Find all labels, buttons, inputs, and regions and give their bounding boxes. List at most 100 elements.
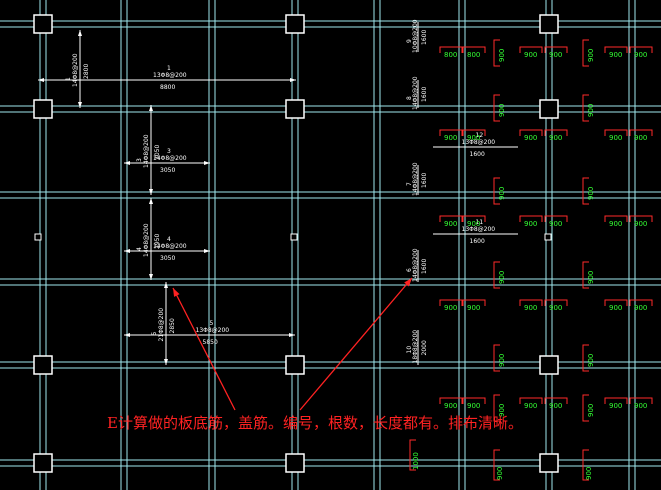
cover-bar-marker xyxy=(604,46,628,53)
cover-bar-marker xyxy=(439,215,463,222)
cover-bar-label: 900 xyxy=(609,51,622,59)
column-small xyxy=(544,233,552,241)
cover-bar-9-len: 1600 xyxy=(421,30,428,45)
bottom-bar-1-spec: 13Φ8@200 xyxy=(153,72,187,79)
cover-bar-label: 900 xyxy=(524,134,537,142)
cover-bar-9-id: 9 xyxy=(406,39,413,43)
cover-bar-label: 900 xyxy=(587,271,595,284)
vbar-4-arrow xyxy=(149,198,153,204)
cover-bar-label: 900 xyxy=(498,187,506,200)
column xyxy=(33,355,53,375)
cover-bar-label: 900 xyxy=(634,134,647,142)
cover-bar-marker xyxy=(439,129,463,136)
bottom-bar-3-id: 3 xyxy=(167,148,171,155)
vbar-5-arrow xyxy=(164,359,168,365)
cover-bar-marker xyxy=(544,397,568,404)
cover-bar-10-id: 10 xyxy=(406,346,413,354)
cover-bar-7-len: 1600 xyxy=(421,173,428,188)
cover-bar-label: 900 xyxy=(609,402,622,410)
cover-bar-marker xyxy=(544,215,568,222)
cover-bar-label: 900 xyxy=(444,402,457,410)
bottom-bar-3-spec: 14Φ8@200 xyxy=(153,155,187,162)
cover-bar-label: 900 xyxy=(498,49,506,62)
cover-bar-marker xyxy=(629,215,653,222)
cover-bar-marker xyxy=(493,344,500,372)
cover-bar-label: 900 xyxy=(609,304,622,312)
cover-bar-10-len: 2000 xyxy=(421,340,428,355)
cover-bar-marker xyxy=(582,39,589,67)
cover-bar-label: 900 xyxy=(444,134,457,142)
vbar-3-len: 3050 xyxy=(154,145,161,160)
cover-bar-7-id: 7 xyxy=(406,182,413,186)
vbar-4-spec: 14Φ8@200 xyxy=(143,223,150,257)
cover-bar-label: 900 xyxy=(549,402,562,410)
cover-bar-marker xyxy=(582,344,589,372)
cover-bar-marker xyxy=(493,39,500,67)
cover-bar-label: 900 xyxy=(524,220,537,228)
column xyxy=(539,99,559,119)
column xyxy=(33,14,53,34)
bottom-bar-3-arrow xyxy=(204,161,210,165)
column xyxy=(33,99,53,119)
cover-bar-marker xyxy=(519,129,543,136)
cover-bar-label: 900 xyxy=(634,220,647,228)
cover-bar-11-id: 11 xyxy=(476,219,484,226)
vbar-3-arrow xyxy=(149,189,153,195)
cover-bar-8-len: 1600 xyxy=(421,87,428,102)
column xyxy=(539,14,559,34)
cover-bar-label: 900 xyxy=(467,220,480,228)
bottom-bar-1-id: 1 xyxy=(167,65,171,72)
cover-bar-9-spec: 10Φ8@200 xyxy=(412,19,419,53)
cover-bar-marker xyxy=(582,261,589,289)
vbar-5-id: 5 xyxy=(151,332,158,336)
cover-bar-label: 900 xyxy=(587,187,595,200)
vbar-1-len: 2800 xyxy=(83,64,90,79)
vbar-1-spec: 14Φ8@200 xyxy=(72,53,79,87)
cover-bar-marker xyxy=(409,439,416,471)
vbar-3-id: 3 xyxy=(136,158,143,162)
cover-bar-label: 900 xyxy=(549,304,562,312)
cover-bar-label: 900 xyxy=(498,104,506,117)
vbar-3-arrow xyxy=(149,105,153,111)
cover-bar-marker xyxy=(493,394,500,422)
cover-bar-11-spec: 13Φ8@200 xyxy=(462,226,496,233)
cover-bar-11-len: 1600 xyxy=(470,238,485,245)
cover-bar-marker xyxy=(544,129,568,136)
bottom-bar-1-arrow xyxy=(290,78,296,82)
annotation-arrow-right-head xyxy=(404,278,412,287)
column-small xyxy=(34,233,42,241)
cover-bar-marker xyxy=(544,299,568,306)
cover-bar-label: 900 xyxy=(587,354,595,367)
cover-bar-label: 900 xyxy=(498,354,506,367)
column-small xyxy=(290,233,298,241)
cover-bar-label: 1000 xyxy=(412,452,420,470)
vbar-1-arrow xyxy=(78,30,82,36)
cover-bar-marker xyxy=(604,215,628,222)
cover-bar-marker xyxy=(462,129,486,136)
cover-bar-marker xyxy=(582,177,589,205)
annotation-arrow-left-head xyxy=(173,288,180,297)
bottom-bar-5-spec: 13Φ8@200 xyxy=(196,327,230,334)
annotation-text: E计算做的板底筋，盖筋。编号，根数，长度都有。排布清晰。 xyxy=(107,414,523,432)
cover-bar-marker xyxy=(582,394,589,422)
bottom-bar-4-id: 4 xyxy=(167,236,171,243)
cover-bar-12-spec: 13Φ8@200 xyxy=(462,139,496,146)
bottom-bar-5-id: 5 xyxy=(210,320,214,327)
cover-bar-label: 900 xyxy=(549,134,562,142)
cover-bar-marker xyxy=(519,397,543,404)
vbar-5-spec: 21Φ8@200 xyxy=(158,308,165,342)
cover-bar-6-id: 6 xyxy=(406,268,413,272)
cover-bar-12-id: 12 xyxy=(476,132,484,139)
vbar-3-spec: 14Φ8@200 xyxy=(143,134,150,168)
cover-bar-marker xyxy=(544,46,568,53)
cover-bar-label: 900 xyxy=(587,49,595,62)
cover-bar-label: 900 xyxy=(549,220,562,228)
cover-bar-label: 900 xyxy=(444,220,457,228)
vbar-4-arrow xyxy=(149,274,153,280)
bottom-bar-4-spec: 14Φ8@200 xyxy=(153,243,187,250)
bottom-bar-4-arrow xyxy=(204,249,210,253)
cover-bar-label: 900 xyxy=(587,104,595,117)
cover-bar-marker xyxy=(519,46,543,53)
